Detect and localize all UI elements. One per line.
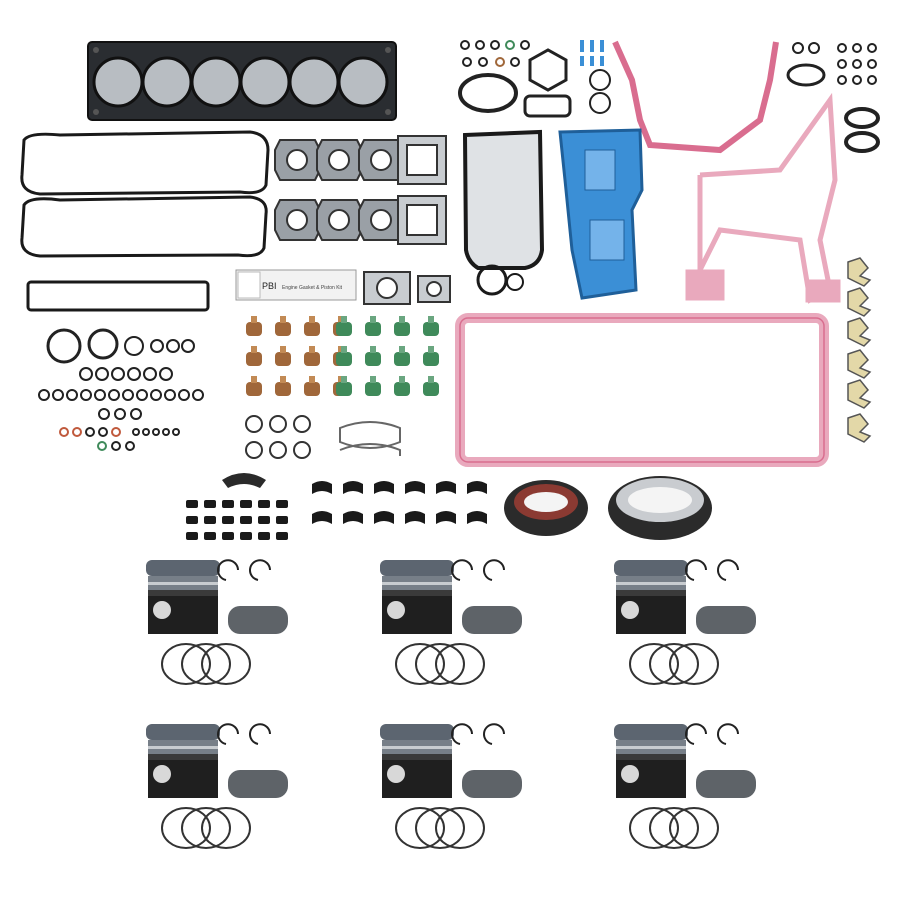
piston-icon: [379, 559, 523, 685]
rear-cover-gasket: [612, 40, 779, 154]
front-cover-gasket: [685, 92, 841, 304]
injector-tube-gaskets: [339, 421, 401, 456]
head-gasket-icon: [87, 41, 397, 121]
piston-icon: [613, 723, 757, 849]
oil-pan-gasket: [455, 313, 829, 467]
o-ring-set-middle: [245, 415, 311, 459]
kit-label: PBI Engine Gasket & Piston Kit: [235, 269, 357, 301]
piston-icon: [613, 559, 757, 685]
bearing-set: [186, 473, 487, 540]
piston-assemblies: [145, 559, 757, 849]
crankshaft-seals: [504, 476, 712, 540]
blue-housing-gasket: [558, 128, 644, 300]
kit-label-text: Engine Gasket & Piston Kit: [282, 285, 343, 291]
valve-stem-seals: [246, 316, 439, 396]
o-ring-set-right: [786, 42, 880, 153]
o-ring-set-top: [458, 40, 611, 118]
exhaust-manifold-gaskets: [274, 135, 451, 305]
o-ring-set-left: [38, 328, 204, 451]
kit-label-logo: PBI: [262, 281, 277, 291]
oil-cooler-gasket: [462, 129, 545, 296]
piston-icon: [145, 723, 289, 849]
valve-cover-gaskets: [20, 130, 270, 312]
rocker-clips: [847, 257, 872, 443]
injector-seals: [580, 40, 604, 66]
piston-icon: [379, 723, 523, 849]
piston-icon: [145, 559, 289, 685]
